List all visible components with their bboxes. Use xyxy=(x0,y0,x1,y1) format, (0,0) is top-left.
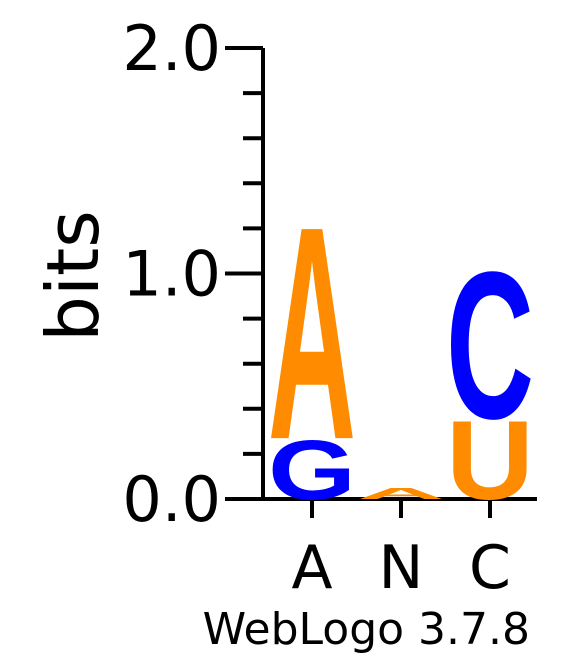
y-tick-label: 2.0 xyxy=(122,12,221,85)
logo-glyph: U xyxy=(446,397,534,523)
logo-letter-U: U xyxy=(446,397,534,523)
logo-letter-C: C xyxy=(446,229,534,463)
logo-letter-A: A xyxy=(357,485,445,502)
y-tick-label: 1.0 xyxy=(122,238,221,311)
footer-credit: WebLogo 3.7.8 xyxy=(202,604,530,655)
y-tick-label: 0.0 xyxy=(122,463,221,536)
logo-glyph: A xyxy=(357,485,445,502)
logo-letter-A: A xyxy=(268,164,356,504)
x-tick-label: N xyxy=(379,533,424,603)
logo-glyph: G xyxy=(268,424,356,518)
logo-glyph: C xyxy=(446,229,534,463)
x-tick-label: A xyxy=(291,533,332,603)
logo-glyph: A xyxy=(268,164,356,504)
y-axis-title: bits xyxy=(31,210,115,341)
logo-letter-G: G xyxy=(268,424,356,518)
x-tick-label: C xyxy=(469,533,511,603)
